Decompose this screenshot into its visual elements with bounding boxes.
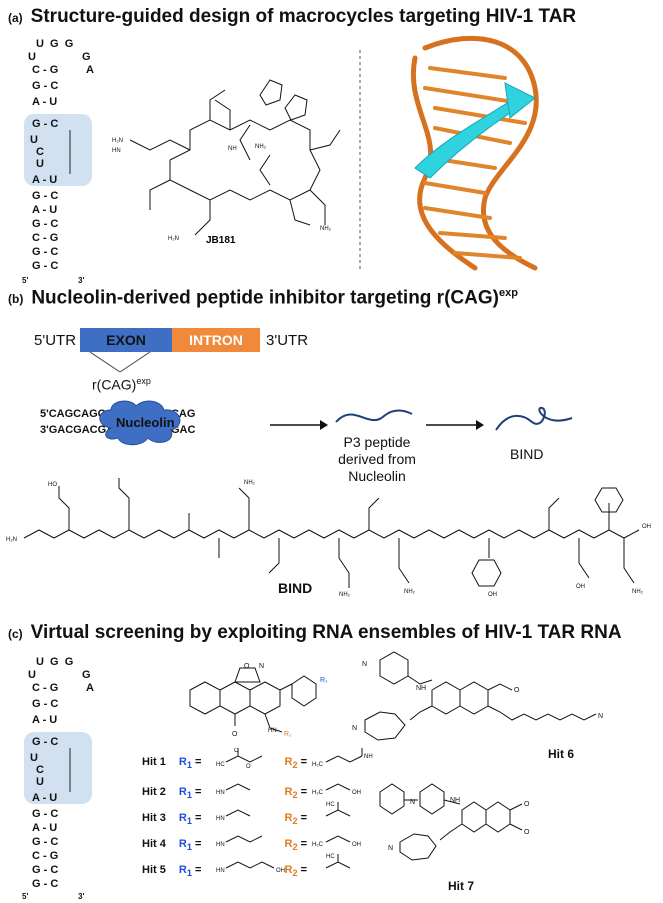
repeat-label: r(CAG)exp (92, 376, 151, 393)
jb181-structure: H₂N HN NH NH₂ NH₂ H₂N JB181 (112, 79, 341, 246)
svg-text:N: N (352, 725, 357, 732)
bulge-line (69, 130, 71, 174)
svg-text:H₂N: H₂N (168, 236, 179, 242)
tar-hairpin-a: U G G U G C - G A G - C A - U G - C U C … (22, 38, 94, 285)
svg-text:H₂N: H₂N (6, 537, 17, 543)
p3-label: P3 peptide derived from Nucleolin (338, 434, 416, 484)
svg-text:OH: OH (576, 584, 585, 590)
jb181-label: JB181 (206, 235, 236, 246)
panel-c-title-text: Virtual screening by exploiting RNA ense… (30, 622, 622, 643)
svg-text:NH: NH (450, 797, 460, 804)
core-scaffold: O N R₁ O R₂ HN (189, 663, 328, 738)
svg-text:OH: OH (488, 592, 497, 598)
svg-text:HO: HO (48, 482, 57, 488)
svg-text:HN: HN (216, 816, 225, 822)
loop-top: U G G (36, 38, 74, 50)
exon-box: EXON (80, 328, 172, 352)
panel-c-letter: (c) (8, 627, 23, 641)
svg-text:NH₂: NH₂ (404, 589, 416, 595)
svg-text:HN: HN (268, 728, 277, 734)
p3-wave (335, 409, 413, 423)
hit-7-label: Hit 7 (448, 879, 474, 893)
bulge-highlight (24, 114, 92, 186)
panel-a-title-text: Structure-guided design of macrocycles t… (30, 6, 577, 27)
svg-text:O: O (234, 748, 239, 754)
svg-text:NH: NH (364, 754, 373, 760)
svg-text:N: N (598, 713, 603, 720)
arrow-1 (270, 420, 328, 430)
rna-3d-structure (411, 35, 539, 271)
svg-text:HN: HN (112, 148, 121, 154)
svg-text:NH₂: NH₂ (320, 226, 332, 232)
svg-text:NH₂: NH₂ (632, 589, 644, 595)
svg-text:HC: HC (326, 854, 335, 860)
panel-c-title: (c) Virtual screening by exploiting RNA e… (8, 622, 622, 644)
svg-text:NH₂: NH₂ (244, 480, 256, 486)
panel-b-title: (b) Nucleolin-derived peptide inhibitor t… (8, 287, 518, 309)
svg-text:O: O (232, 731, 238, 738)
hit-4-row: Hit 4 R1 = R2 = (142, 838, 308, 853)
hit-1-row: Hit 1 R1 = R2 = (142, 756, 308, 771)
intron-box: INTRON (172, 328, 260, 352)
panel-b-title-sup: exp (498, 287, 518, 299)
exon-callout-lines (90, 352, 151, 373)
svg-text:NH₂: NH₂ (339, 592, 351, 598)
dashed-divider (359, 50, 361, 270)
utr5-label: 5'UTR (34, 332, 77, 349)
svg-text:NH₂: NH₂ (255, 144, 267, 150)
peptide-label: BIND (278, 580, 313, 596)
svg-text:N: N (259, 663, 264, 670)
svg-text:H₂C: H₂C (312, 842, 324, 848)
bind-label: BIND (510, 446, 544, 462)
panel-b-letter: (b) (8, 292, 24, 307)
svg-text:N: N (388, 845, 393, 852)
svg-text:HN: HN (216, 790, 225, 796)
tar-hairpin-c: U G G U G C - G A G - C A - U G - C U C … (22, 656, 94, 901)
bulge-highlight-c (24, 732, 92, 804)
svg-text:OH: OH (352, 790, 361, 796)
svg-text:NH: NH (416, 685, 426, 692)
svg-text:O: O (524, 801, 530, 808)
hit-6-structure: N NH O N N Hit 6 (352, 651, 603, 761)
panel-a-letter: (a) (8, 11, 23, 25)
svg-text:OH: OH (352, 842, 361, 848)
svg-text:HN: HN (216, 868, 225, 874)
svg-text:NH: NH (228, 146, 237, 152)
three-prime-label: 3' (78, 276, 85, 285)
svg-text:R₁: R₁ (320, 677, 328, 684)
hit-3-row: Hit 3 R1 = R2 = (142, 812, 308, 827)
svg-text:HN: HN (216, 842, 225, 848)
svg-text:O: O (246, 764, 251, 770)
svg-text:O: O (244, 663, 250, 670)
hit-6-label: Hit 6 (548, 747, 574, 761)
svg-text:OH: OH (276, 868, 285, 874)
panel-a-title: (a) Structure-guided design of macrocycle… (8, 6, 576, 28)
substituent-sketches: HC O O HN HN HN HN OH H₂C NH H₂C OH HC H₂C OH HC (216, 748, 373, 874)
svg-text:R₂: R₂ (284, 731, 292, 738)
svg-text:HC: HC (326, 802, 335, 808)
nucleolin-cloud (99, 400, 181, 446)
svg-text:H₂N: H₂N (112, 138, 123, 144)
bind-wave (495, 407, 573, 431)
hit-7-structure: N NH O O N Hit 7 (379, 783, 530, 893)
hit-2-row: Hit 2 R1 = R2 = (142, 786, 308, 801)
svg-text:HC: HC (216, 762, 225, 768)
panel-b-title-text: Nucleolin-derived peptide inhibitor targ… (31, 287, 499, 309)
hit-5-row: Hit 5 R1 = R2 = (142, 864, 308, 879)
svg-text:H₂C: H₂C (312, 762, 324, 768)
svg-text:H₂C: H₂C (312, 790, 324, 796)
svg-text:OH: OH (642, 524, 651, 530)
svg-text:O: O (514, 687, 520, 694)
svg-text:O: O (524, 829, 530, 836)
nucleolin-label: Nucleolin (116, 415, 175, 430)
arrow-2 (426, 420, 484, 430)
utr3-label: 3'UTR (266, 332, 309, 349)
svg-text:N: N (410, 799, 415, 806)
svg-text:N: N (362, 661, 367, 668)
five-prime-label: 5' (22, 276, 29, 285)
